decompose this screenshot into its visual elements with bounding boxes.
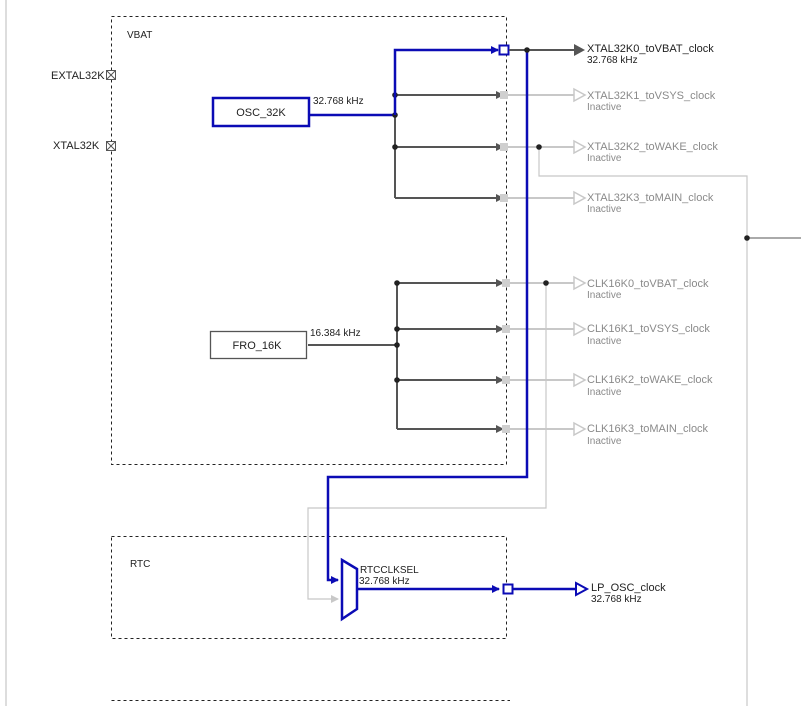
junction-dot: [394, 280, 400, 286]
clk16k1-gate[interactable]: [502, 325, 510, 333]
xtal32k3-arrow: [573, 190, 587, 206]
output-clk16k3[interactable]: CLK16K3_toMAIN_clock Inactive: [587, 423, 709, 447]
xtal32k0-gate[interactable]: [498, 44, 510, 56]
wake-route-junction: [744, 235, 750, 241]
output-clk16k0[interactable]: CLK16K0_toVBAT_clock Inactive: [587, 278, 709, 301]
clk16k3-arrow: [573, 421, 587, 437]
osc32k-freq-label: 32.768 kHz: [313, 96, 364, 107]
clk16k2-arrow: [573, 372, 587, 388]
clk16k-to-rtc-line: [307, 283, 547, 603]
output-value: Inactive: [587, 204, 622, 215]
clk16k1-arrow: [573, 321, 587, 337]
osc32k-active-path: [393, 46, 499, 115]
output-value: Inactive: [587, 153, 622, 164]
lp-osc-arrow: [575, 581, 590, 597]
rtcclksel-freq: 32.768 kHz: [359, 576, 410, 587]
fro16k-freq-label: 16.384 kHz: [310, 328, 361, 339]
xtal32k2-arrow: [573, 139, 587, 155]
output-xtal32k3[interactable]: XTAL32K3_toMAIN_clock Inactive: [587, 192, 714, 215]
xtal32k1-gate[interactable]: [500, 91, 508, 99]
fro16k-block-label: FRO_16K: [233, 340, 283, 352]
output-name: CLK16K3_toMAIN_clock: [587, 423, 709, 435]
osc32k-block-label: OSC_32K: [236, 107, 286, 119]
junction-dot: [392, 144, 398, 150]
junction-dot: [524, 47, 530, 53]
extal32k-pin-label: EXTAL32K: [51, 70, 105, 82]
clk16k0-arrow: [573, 275, 587, 291]
rtcclksel-mux[interactable]: [340, 557, 359, 622]
output-clk16k1[interactable]: CLK16K1_toVSYS_clock Inactive: [587, 323, 710, 347]
output-name: CLK16K1_toVSYS_clock: [587, 323, 710, 335]
xtal32k0-to-rtc-path: [326, 50, 529, 584]
output-xtal32k1[interactable]: XTAL32K1_toVSYS_clock Inactive: [587, 90, 716, 113]
xtal32k1-arrow: [573, 87, 587, 103]
xtal32k-pin[interactable]: [106, 141, 116, 151]
output-value: Inactive: [587, 102, 622, 113]
vbat-group-label: VBAT: [127, 30, 152, 41]
output-value: Inactive: [587, 436, 622, 447]
lp-osc-gate[interactable]: [502, 583, 514, 595]
vbat-group-box: [111, 16, 507, 465]
xtal32k3-gate[interactable]: [500, 194, 508, 202]
wake-route-line: [538, 147, 748, 706]
junction-dot: [394, 326, 400, 332]
output-clk16k2[interactable]: CLK16K2_toWAKE_clock Inactive: [587, 374, 713, 398]
junction-dot: [536, 144, 542, 150]
osc32k-block[interactable]: OSC_32K: [211, 96, 311, 128]
xtal32k2-gate[interactable]: [500, 143, 508, 151]
xtal32k-pin-label: XTAL32K: [53, 140, 100, 152]
output-value: Inactive: [587, 290, 622, 301]
fro16k-block[interactable]: FRO_16K: [209, 330, 308, 360]
output-name: XTAL32K0_toVBAT_clock: [587, 43, 714, 55]
output-name: CLK16K0_toVBAT_clock: [587, 278, 709, 290]
output-value: 32.768 kHz: [591, 594, 642, 605]
output-name: XTAL32K3_toMAIN_clock: [587, 192, 714, 204]
output-value: Inactive: [587, 336, 622, 347]
output-name: CLK16K2_toWAKE_clock: [587, 374, 713, 386]
rtcclksel-label: RTCCLKSEL: [360, 565, 419, 576]
output-name: XTAL32K1_toVSYS_clock: [587, 90, 716, 102]
clk16k0-gate[interactable]: [502, 279, 510, 287]
junction-dot: [394, 377, 400, 383]
rtc-group-box: [111, 536, 507, 639]
output-xtal32k0[interactable]: XTAL32K0_toVBAT_clock 32.768 kHz: [587, 43, 714, 66]
output-xtal32k2[interactable]: XTAL32K2_toWAKE_clock Inactive: [587, 141, 718, 164]
junction-dot: [543, 280, 549, 286]
output-lp-osc[interactable]: LP_OSC_clock 32.768 kHz: [591, 582, 666, 605]
output-name: LP_OSC_clock: [591, 582, 666, 594]
rtc-group-label: RTC: [130, 559, 150, 570]
clk16k3-gate[interactable]: [502, 425, 510, 433]
junction-dot: [394, 342, 400, 348]
output-value: 32.768 kHz: [587, 55, 638, 66]
output-value: Inactive: [587, 387, 622, 398]
output-name: XTAL32K2_toWAKE_clock: [587, 141, 718, 153]
clk16k2-gate[interactable]: [502, 376, 510, 384]
xtal32k0-arrow: [574, 44, 585, 56]
extal32k-pin[interactable]: [106, 70, 116, 80]
